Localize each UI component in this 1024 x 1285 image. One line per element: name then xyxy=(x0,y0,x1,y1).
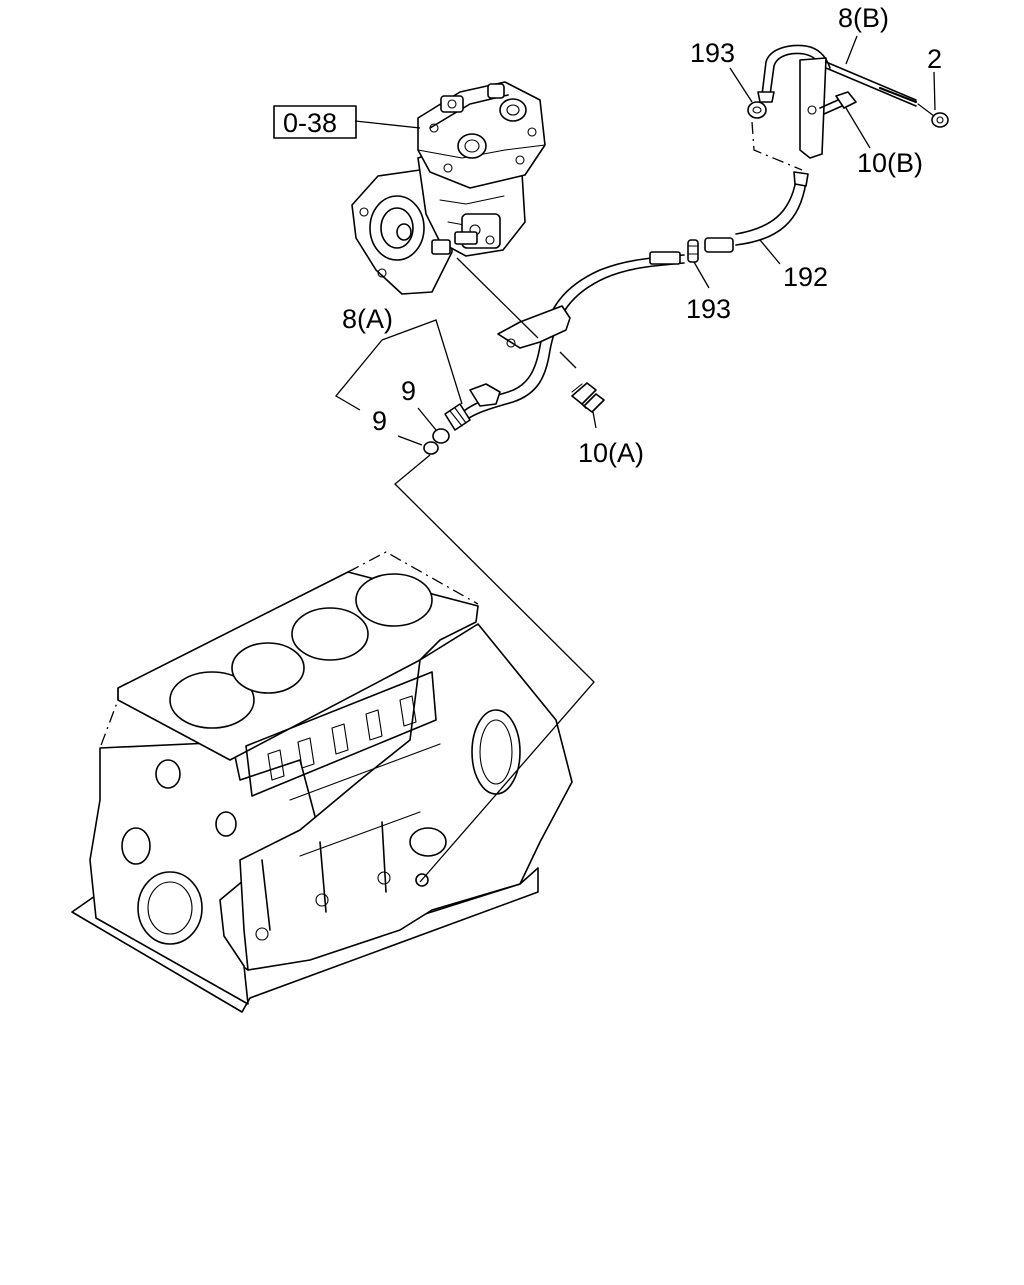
air-compressor xyxy=(351,81,546,295)
label-192: 192 xyxy=(783,262,828,292)
pipe-8b xyxy=(757,44,918,159)
ref-box-frame xyxy=(273,105,357,139)
bolt-10a xyxy=(571,382,605,413)
label-9-upper: 9 xyxy=(401,376,416,406)
washer-9-upper xyxy=(432,428,450,444)
leader-lines xyxy=(335,35,936,883)
label-193-lower: 193 xyxy=(686,294,731,324)
label-8b: 8(B) xyxy=(838,3,889,33)
oil-pipe-8a xyxy=(444,251,685,431)
hose-fitting-193 xyxy=(747,101,767,119)
hose-192 xyxy=(704,171,809,253)
label-193-upper: 193 xyxy=(690,38,735,68)
ref-box-label: 0-38 xyxy=(283,108,337,138)
clip-193 xyxy=(687,239,699,263)
label-10b: 10(B) xyxy=(857,148,923,178)
label-9-lower: 9 xyxy=(372,406,387,436)
engine-block xyxy=(71,551,573,1013)
bolt-10b xyxy=(819,91,857,115)
label-10a: 10(A) xyxy=(578,438,644,468)
label-2: 2 xyxy=(927,44,942,74)
gasket-2 xyxy=(917,103,949,128)
washer-9-lower xyxy=(423,441,439,455)
label-8a: 8(A) xyxy=(342,304,393,334)
